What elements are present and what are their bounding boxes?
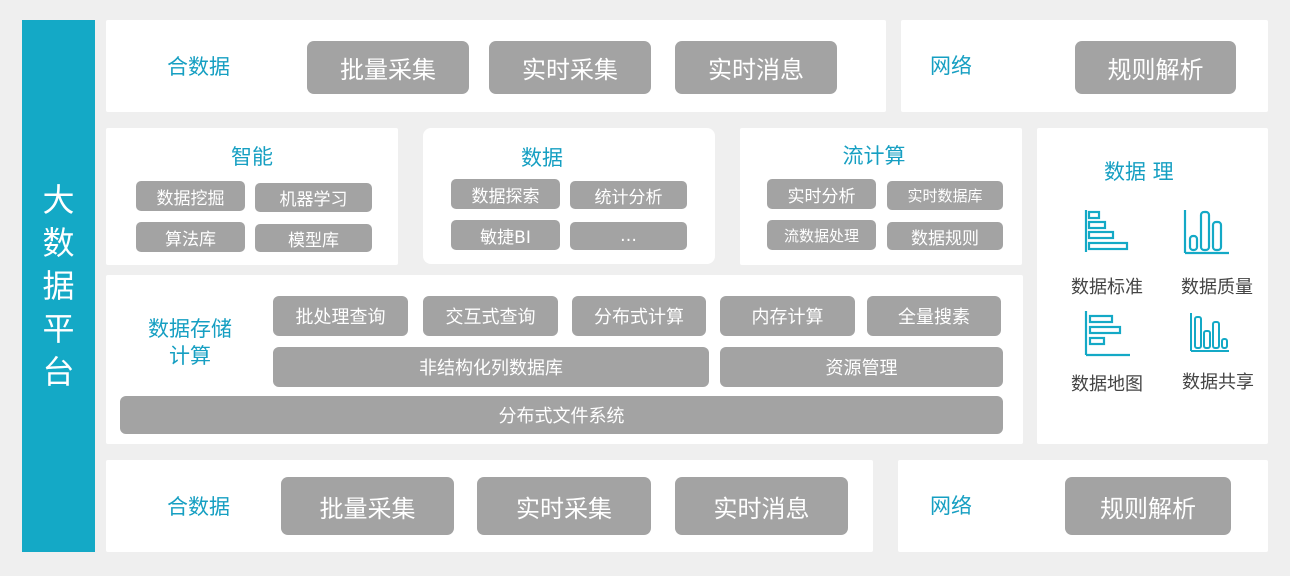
top-realtime-message-button[interactable]: 实时消息 (675, 41, 837, 94)
intelligence-title: 智能 (231, 145, 273, 169)
realtime-database-button[interactable]: 实时数据库 (887, 181, 1003, 210)
intelligence-panel: 智能 数据挖掘 机器学习 算法库 模型库 (106, 128, 398, 265)
bottom-network-panel: 网络 规则解析 (898, 460, 1268, 552)
data-analysis-panel: 数据 数据探索 统计分析 敏捷BI … (423, 128, 715, 264)
top-ingest-panel: 合数据 批量采集 实时采集 实时消息 (106, 20, 886, 112)
bottom-ingest-panel: 合数据 批量采集 实时采集 实时消息 (106, 460, 873, 552)
bar-chart-horizontal-icon (1084, 311, 1130, 357)
data-explore-button[interactable]: 数据探索 (451, 179, 560, 209)
algorithm-library-button[interactable]: 算法库 (136, 222, 245, 252)
model-library-button[interactable]: 模型库 (255, 224, 372, 252)
bottom-ingest-label: 合数据 (167, 495, 230, 519)
distributed-compute-button[interactable]: 分布式计算 (572, 296, 706, 336)
storage-compute-label-line1: 数据存储 (148, 317, 232, 341)
bottom-realtime-collect-button[interactable]: 实时采集 (477, 477, 651, 535)
stream-compute-title: 流计算 (842, 144, 906, 168)
top-rule-parse-button[interactable]: 规则解析 (1075, 41, 1236, 94)
bottom-network-label: 网络 (930, 494, 972, 518)
storage-compute-label: 数据存储 计算 (144, 316, 236, 370)
stream-compute-panel: 流计算 实时分析 实时数据库 流数据处理 数据规则 (740, 128, 1022, 265)
realtime-analysis-button[interactable]: 实时分析 (767, 179, 876, 209)
top-realtime-collect-button[interactable]: 实时采集 (489, 41, 651, 94)
distributed-file-system-button[interactable]: 分布式文件系统 (120, 396, 1003, 434)
storage-compute-panel: 数据存储 计算 批处理查询 交互式查询 分布式计算 内存计算 全量搜素 非结构化… (106, 275, 1023, 444)
interactive-query-button[interactable]: 交互式查询 (423, 296, 558, 336)
data-share-label: 数据共享 (1182, 372, 1254, 393)
full-search-button[interactable]: 全量搜素 (867, 296, 1001, 336)
data-standard-label: 数据标准 (1071, 277, 1143, 298)
storage-compute-label-line2: 计算 (169, 344, 211, 368)
bottom-realtime-message-button[interactable]: 实时消息 (675, 477, 848, 535)
bottom-batch-collect-button[interactable]: 批量采集 (281, 477, 454, 535)
data-analysis-title: 数据 (521, 146, 563, 170)
nosql-database-button[interactable]: 非结构化列数据库 (273, 347, 709, 387)
bottom-rule-parse-button[interactable]: 规则解析 (1065, 477, 1231, 535)
machine-learning-button[interactable]: 机器学习 (255, 183, 372, 212)
statistics-button[interactable]: 统计分析 (570, 181, 687, 209)
batch-query-button[interactable]: 批处理查询 (273, 296, 408, 336)
data-governance-panel: 数据 理 数据标准 数据质量 数据地图 (1037, 128, 1268, 444)
stream-processing-button[interactable]: 流数据处理 (767, 220, 876, 250)
data-governance-title: 数据 理 (1104, 160, 1174, 184)
platform-sidebar: 大数据平台 (22, 20, 95, 552)
bar-chart-vertical-icon (1183, 210, 1229, 255)
data-mining-button[interactable]: 数据挖掘 (136, 181, 245, 211)
top-ingest-label: 合数据 (167, 55, 230, 79)
top-batch-collect-button[interactable]: 批量采集 (307, 41, 469, 94)
top-network-label: 网络 (930, 54, 972, 78)
top-network-panel: 网络 规则解析 (901, 20, 1268, 112)
more-button[interactable]: … (570, 222, 687, 250)
bar-chart-vertical-icon (1190, 313, 1229, 352)
data-rules-button[interactable]: 数据规则 (887, 222, 1003, 250)
data-map-label: 数据地图 (1071, 374, 1143, 395)
memory-compute-button[interactable]: 内存计算 (720, 296, 855, 336)
data-quality-label: 数据质量 (1181, 277, 1253, 298)
resource-management-button[interactable]: 资源管理 (720, 347, 1003, 387)
platform-title: 大数据平台 (42, 180, 75, 391)
bar-chart-horizontal-icon (1084, 210, 1129, 252)
agile-bi-button[interactable]: 敏捷BI (451, 220, 560, 250)
